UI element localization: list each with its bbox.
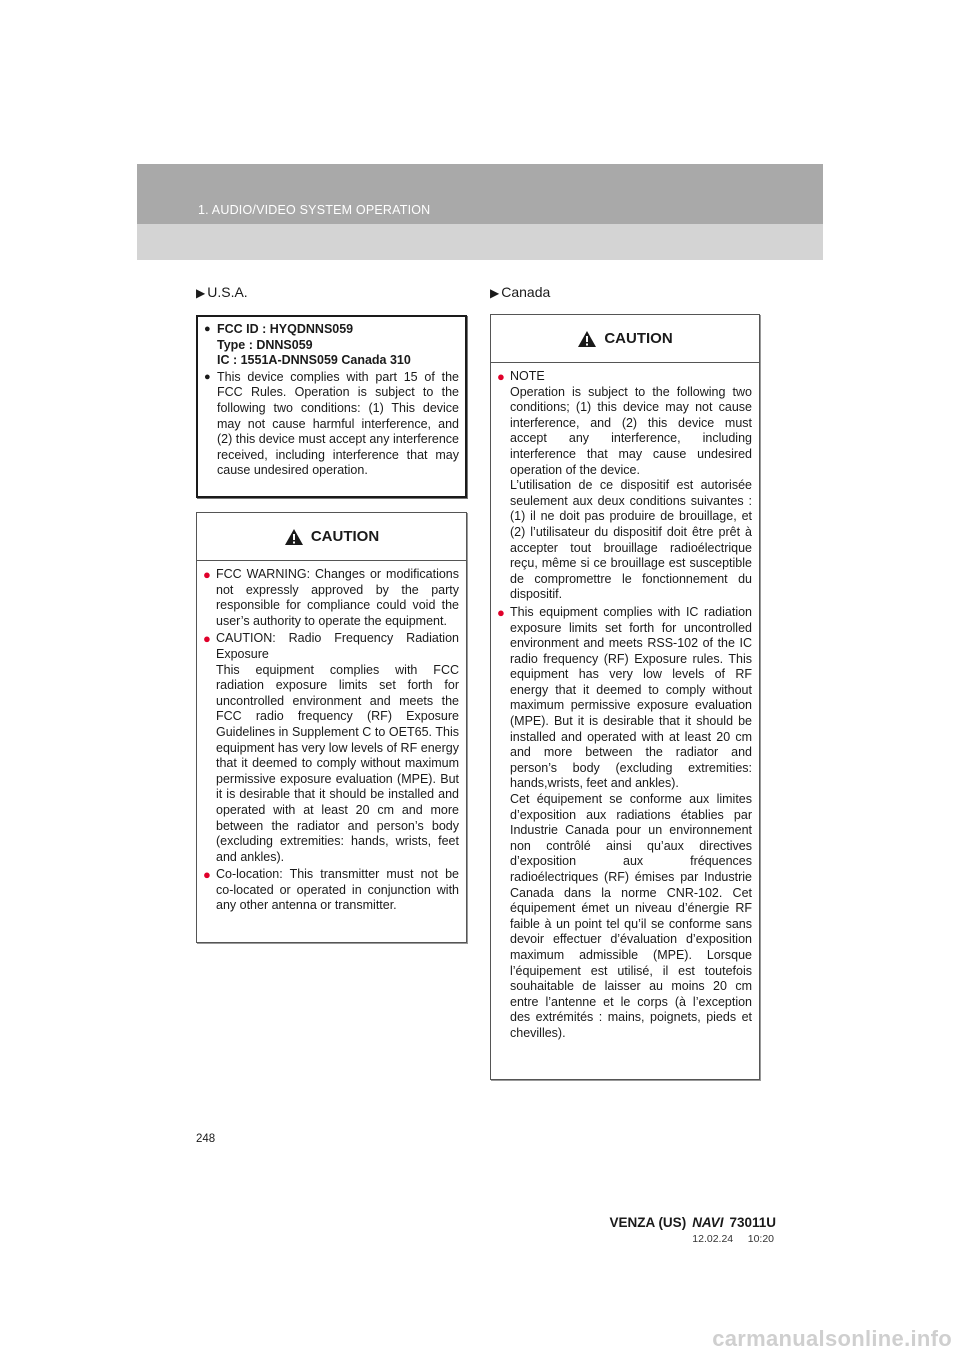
canada-caution-box: CAUTION ● NOTE Operation is subject to t… (490, 314, 760, 1080)
bullet-dot-icon: ● (203, 631, 211, 647)
canada-caution-item-text: NOTE Operation is subject to the followi… (510, 369, 752, 602)
watermark-text: carmanualsonline.info (712, 1326, 952, 1351)
canada-caution-body: ● NOTE Operation is subject to the follo… (497, 363, 752, 1042)
bullet-dot-icon: ● (203, 867, 211, 883)
fcc-id-item: ● FCC ID : HYQDNNS059 Type : DNNS059 IC … (204, 322, 459, 369)
bullet-dot-icon: ● (203, 567, 211, 582)
canada-caution-title: CAUTION (604, 330, 673, 347)
triangle-right-icon: ▶ (196, 286, 206, 300)
bullet-dot-icon: ● (497, 604, 505, 620)
canada-caution-header: CAUTION (491, 315, 759, 363)
triangle-right-icon: ▶ (490, 286, 500, 300)
section-header-top: 1. AUDIO/VIDEO SYSTEM OPERATION (137, 164, 823, 224)
usa-caution-item: ● FCC WARNING: Changes or modifications … (203, 567, 459, 629)
usa-caution-item-text: CAUTION: Radio Frequency Radiation Expos… (216, 631, 459, 864)
usa-caution-body: ● FCC WARNING: Changes or modifications … (203, 561, 459, 914)
warning-triangle-icon (578, 330, 597, 347)
region-label-canada-text: Canada (501, 284, 551, 300)
fcc-id-text: FCC ID : HYQDNNS059 Type : DNNS059 IC : … (217, 322, 411, 368)
canada-caution-item-text: This equipment complies with IC radiatio… (510, 604, 752, 1040)
region-label-usa: ▶U.S.A. (196, 284, 248, 300)
page-number: 248 (196, 1133, 216, 1145)
usa-caution-item: ● CAUTION: Radio Frequency Radiation Exp… (203, 631, 459, 865)
fcc-compliance-text: This device complies with part 15 of the… (217, 369, 459, 478)
canada-caution-item: ● This equipment complies with IC radiat… (497, 605, 752, 1042)
section-header-band: 1. AUDIO/VIDEO SYSTEM OPERATION (137, 164, 823, 260)
footer-model-code: 73011U (729, 1215, 776, 1230)
region-label-usa-text: U.S.A. (207, 284, 248, 300)
usa-caution-item: ● Co-location: This transmitter must not… (203, 867, 459, 914)
fcc-compliance-item: ● This device complies with part 15 of t… (204, 370, 459, 479)
region-label-canada: ▶Canada (490, 284, 550, 300)
section-title: 1. AUDIO/VIDEO SYSTEM OPERATION (198, 203, 431, 217)
usa-caution-item-text: FCC WARNING: Changes or modifications no… (216, 567, 459, 628)
footer-model-navi: NAVI (692, 1215, 724, 1230)
footer-model: VENZA (US) NAVI 73011U (609, 1215, 776, 1230)
canada-caution-item: ● NOTE Operation is subject to the follo… (497, 369, 752, 603)
footer-model-prefix: VENZA (US) (609, 1215, 687, 1230)
usa-caution-title: CAUTION (310, 528, 380, 545)
warning-triangle-icon (284, 528, 303, 545)
usa-caution-box: CAUTION ● FCC WARNING: Changes or modifi… (196, 512, 467, 943)
footer-date: 12.02.24 10:20 (692, 1233, 774, 1245)
bullet-dot-icon: ● (204, 370, 211, 383)
bullet-dot-icon: ● (204, 323, 211, 335)
usa-caution-item-text: Co-location: This transmitter must not b… (216, 867, 459, 913)
fcc-id-box: ● FCC ID : HYQDNNS059 Type : DNNS059 IC … (196, 315, 467, 498)
bullet-dot-icon: ● (497, 369, 505, 384)
watermark: carmanualsonline.info (0, 1320, 960, 1358)
usa-caution-header: CAUTION (197, 513, 466, 561)
